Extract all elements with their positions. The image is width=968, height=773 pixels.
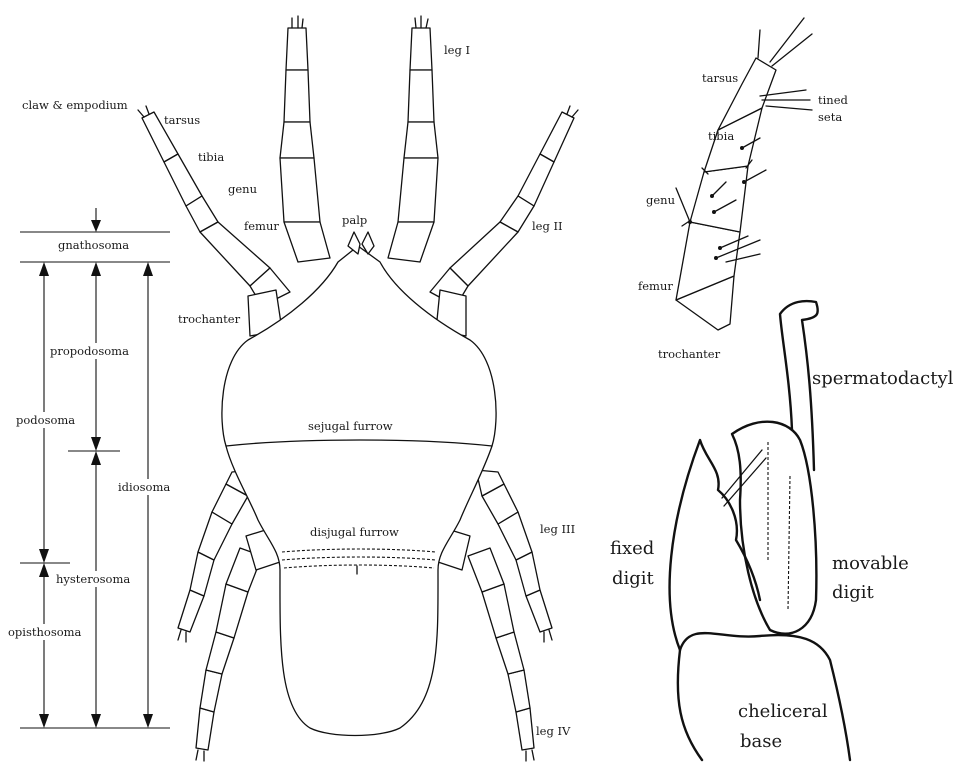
label-detail-trochanter: trochanter <box>658 347 721 361</box>
leg-ii-left <box>138 106 290 306</box>
label-spermatodactyl: spermatodactyl <box>812 368 954 389</box>
label-opisthosoma: opisthosoma <box>8 625 82 639</box>
label-seta: seta <box>818 110 842 124</box>
label-podosoma: podosoma <box>16 413 75 427</box>
label-detail-tibia: tibia <box>708 129 734 143</box>
label-leg-i: leg I <box>444 43 470 57</box>
label-claw-empodium: claw & empodium <box>22 98 128 112</box>
label-cheliceral-base: base <box>740 731 782 752</box>
label-fixed-digit: digit <box>612 568 655 589</box>
label-disjugal-furrow: disjugal furrow <box>310 525 399 539</box>
label-movable: movable <box>832 553 909 574</box>
leg-i-right <box>388 16 438 262</box>
label-cheliceral: cheliceral <box>738 701 828 722</box>
label-movable-digit: digit <box>832 582 875 603</box>
label-detail-genu: genu <box>646 193 675 207</box>
label-femur: femur <box>244 219 279 233</box>
label-palp: palp <box>342 213 367 227</box>
label-tibia: tibia <box>198 150 224 164</box>
label-tarsus: tarsus <box>164 113 200 127</box>
label-genu: genu <box>228 182 257 196</box>
leg-ii-right <box>430 106 578 306</box>
dimension-lines <box>20 208 170 728</box>
label-idiosoma: idiosoma <box>118 480 170 494</box>
label-hysterosoma: hysterosoma <box>56 572 130 586</box>
label-leg-ii: leg II <box>532 219 563 233</box>
label-fixed: fixed <box>610 538 654 559</box>
label-trochanter: trochanter <box>178 312 241 326</box>
leg-detail-drawing <box>676 18 812 330</box>
label-leg-iii: leg III <box>540 522 575 536</box>
label-sejugal-furrow: sejugal furrow <box>308 419 393 433</box>
label-gnathosoma: gnathosoma <box>58 238 129 252</box>
label-detail-femur: femur <box>638 279 673 293</box>
leg-i-left <box>280 16 330 262</box>
label-propodosoma: propodosoma <box>50 344 129 358</box>
label-tined: tined <box>818 93 849 107</box>
label-leg-iv: leg IV <box>536 724 571 738</box>
mite-body-drawing <box>138 16 578 761</box>
label-detail-tarsus: tarsus <box>702 71 738 85</box>
palp-left <box>348 232 360 254</box>
